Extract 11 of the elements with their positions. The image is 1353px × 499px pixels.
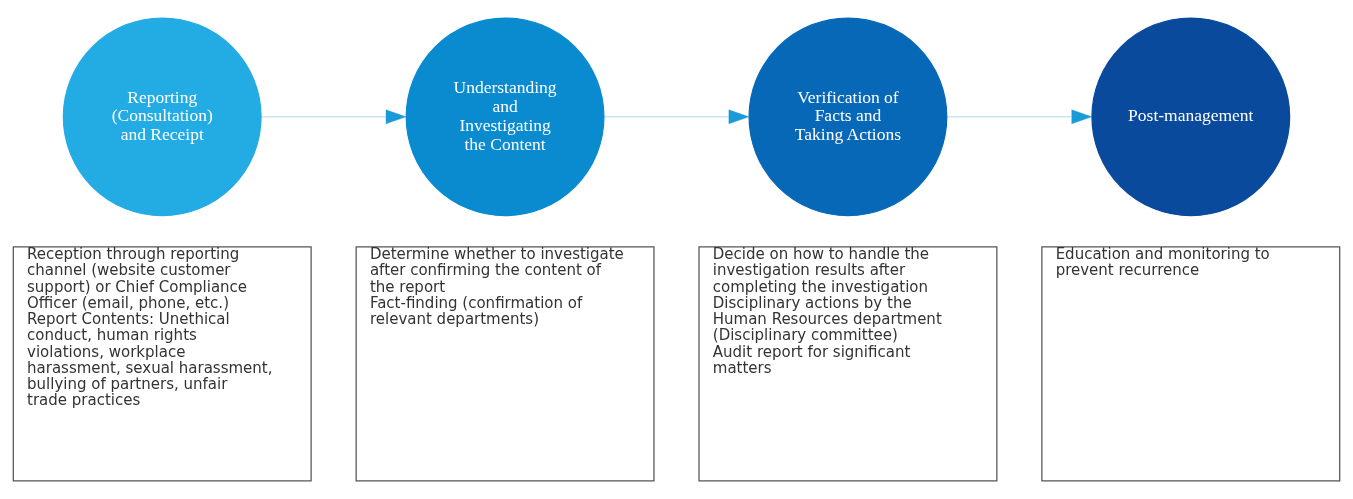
node-circle: Post-management (1091, 17, 1291, 217)
node-box: Determine whether to investigate after confirming the content of the report Fact-finding (confirmation of relevant departments) (355, 246, 655, 482)
arrow (603, 109, 750, 125)
arrow (946, 109, 1092, 125)
arrow (261, 109, 407, 125)
node-circle: Understanding and Investigating the Content (405, 17, 605, 217)
node-circle: Reporting (Consultation) and Receipt (62, 17, 262, 217)
node-box: Reception through reporting channel (website customer support) or Chief Compliance Officer (email, phone, etc.) Report Contents: Unethical conduct, human rights violations, workplace harassment, sexual harassment, bullying of partners, unfair trade practices (12, 246, 312, 482)
node-box: Education and monitoring to prevent recurrence (1041, 246, 1341, 482)
node-box: Decide on how to handle the investigation results after completing the investigation Disciplinary actions by the Human Resources department (Disciplinary committee) Audit report for significant matters (698, 246, 998, 482)
node-circle: Verification of Facts and Taking Actions (748, 17, 948, 217)
